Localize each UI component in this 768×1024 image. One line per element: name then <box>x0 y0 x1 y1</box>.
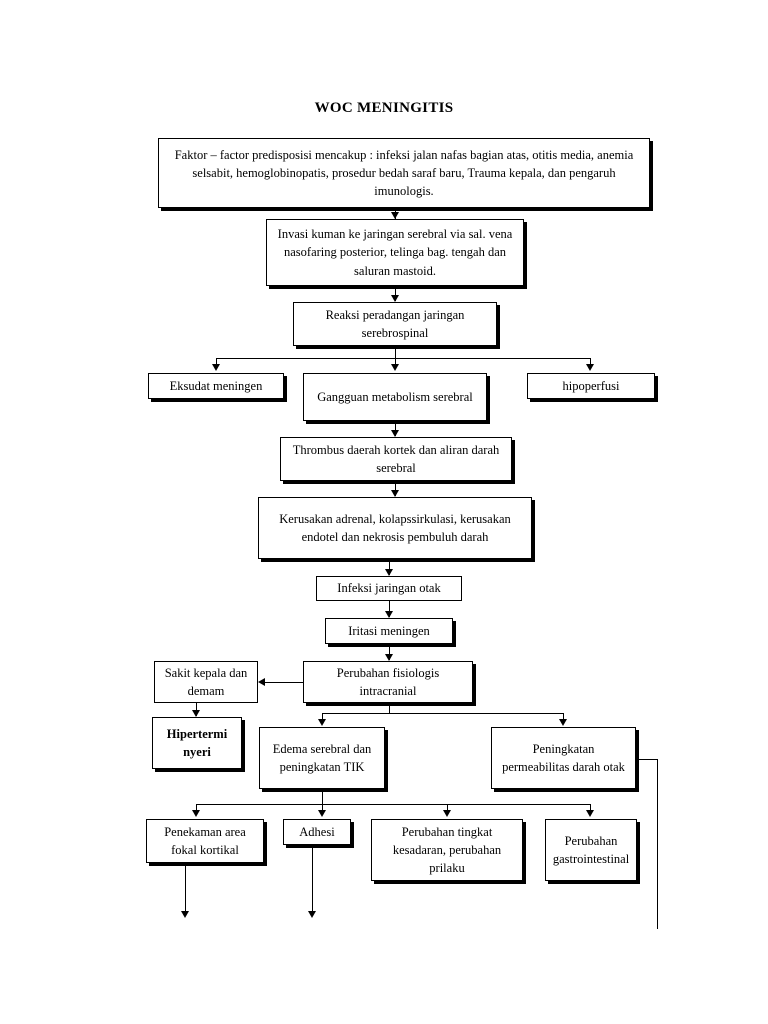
arrowhead-invasi <box>390 212 399 219</box>
arrowhead-edema <box>317 719 326 726</box>
connector-bus-right <box>590 358 591 367</box>
connector-bus-branch3 <box>216 358 591 359</box>
node-perubahan-gastrointestinal: Perubahan gastrointestinal <box>545 819 637 881</box>
connector-bus-left <box>216 358 217 367</box>
node-hipoperfusi: hipoperfusi <box>527 373 655 399</box>
connector-perubahan-sakit <box>265 682 303 683</box>
node-penekaman-area-fokal-label: Penekaman area fokal kortikal <box>164 824 246 857</box>
node-perubahan-kesadaran-label: Perubahan tingkat kesadaran, perubahan p… <box>392 824 502 876</box>
node-kerusakan-adrenal-label: Kerusakan adrenal, kolapssirkulasi, keru… <box>279 511 511 544</box>
node-iritasi-meningen-label: Iritasi meningen <box>348 623 430 638</box>
node-iritasi-meningen: Iritasi meningen <box>325 618 453 644</box>
arrowhead-iritasi <box>384 611 393 618</box>
node-sakit-kepala-demam: Sakit kepala dan demam <box>154 661 258 703</box>
arrowhead-kerusakan <box>390 490 399 497</box>
arrowhead-sakit-kepala <box>258 677 265 686</box>
node-peningkatan-permeabilitas: Peningkatan permeabilitas darah otak <box>491 727 636 789</box>
node-perubahan-fisiologis: Perubahan fisiologis intracranial <box>303 661 473 703</box>
node-peningkatan-permeabilitas-label: Peningkatan permeabilitas darah otak <box>502 741 625 774</box>
node-kerusakan-adrenal: Kerusakan adrenal, kolapssirkulasi, keru… <box>258 497 532 559</box>
connector-adhesi-down <box>312 848 313 916</box>
node-eksudat-meningen-label: Eksudat meningen <box>169 378 263 393</box>
node-thrombus-label: Thrombus daerah kortek dan aliran darah … <box>292 442 500 475</box>
connector-iritasi-perubahan <box>389 644 390 660</box>
arrowhead-kesadaran <box>442 810 451 817</box>
node-hipoperfusi-label: hipoperfusi <box>562 378 620 393</box>
connector-bus4-d <box>590 804 591 813</box>
node-adhesi: Adhesi <box>283 819 351 845</box>
arrowhead-infeksi <box>384 569 393 576</box>
arrowhead-penekaman-out <box>180 911 189 918</box>
connector-perubahan-bus <box>389 703 390 713</box>
node-gangguan-metabolism-label: Gangguan metabolism serebral <box>317 389 473 404</box>
node-faktor-predisposisi-label: Faktor – factor predisposisi mencakup : … <box>174 147 634 199</box>
connector-gangguan-thrombus <box>395 421 396 436</box>
connector-peningkatan-right <box>636 759 658 760</box>
connector-bus4-b <box>322 804 323 813</box>
arrowhead-adhesi <box>317 810 326 817</box>
connector-sakit-hipertermi <box>196 703 197 716</box>
page-title: WOC MENINGITIS <box>314 100 454 116</box>
connector-kerusakan-infeksi <box>389 559 390 575</box>
connector-bus-branch2 <box>322 713 564 714</box>
node-reaksi-peradangan-label: Reaksi peradangan jaringan serebrospinal <box>325 307 465 340</box>
connector-penekaman-down <box>185 866 186 916</box>
node-edema-serebral: Edema serebral dan peningkatan TIK <box>259 727 385 789</box>
arrowhead-perubahan-fisiologis <box>384 654 393 661</box>
arrowhead-hipertermi <box>191 710 200 717</box>
arrowhead-thrombus <box>390 430 399 437</box>
node-invasi-kuman: Invasi kuman ke jaringan serebral via sa… <box>266 219 524 286</box>
arrowhead-gangguan <box>390 364 399 371</box>
connector-peningkatan-down <box>657 759 658 929</box>
node-adhesi-label: Adhesi <box>299 824 335 839</box>
connector-bus4-a <box>196 804 197 813</box>
connector-reaksi-bus <box>395 346 396 358</box>
node-invasi-kuman-label: Invasi kuman ke jaringan serebral via sa… <box>277 227 513 278</box>
node-edema-serebral-label: Edema serebral dan peningkatan TIK <box>272 741 372 774</box>
connector-edema-bus <box>322 789 323 804</box>
node-hipertermi-nyeri: Hipertermi nyeri <box>152 717 242 769</box>
arrowhead-gastro <box>585 810 594 817</box>
node-reaksi-peradangan: Reaksi peradangan jaringan serebrospinal <box>293 302 497 346</box>
connector-invasi-reaksi <box>395 286 396 301</box>
node-faktor-predisposisi: Faktor – factor predisposisi mencakup : … <box>158 138 650 208</box>
node-thrombus: Thrombus daerah kortek dan aliran darah … <box>280 437 512 481</box>
connector-bus2-left <box>322 713 323 721</box>
node-hipertermi-nyeri-label: Hipertermi nyeri <box>166 726 228 759</box>
connector-bus4-c <box>447 804 448 813</box>
node-perubahan-kesadaran: Perubahan tingkat kesadaran, perubahan p… <box>371 819 523 881</box>
connector-thrombus-kerusakan <box>395 481 396 496</box>
node-penekaman-area-fokal: Penekaman area fokal kortikal <box>146 819 264 863</box>
arrowhead-reaksi <box>390 295 399 302</box>
connector-bus-branch4 <box>196 804 591 805</box>
connector-bus-mid <box>395 358 396 367</box>
node-sakit-kepala-demam-label: Sakit kepala dan demam <box>164 665 248 698</box>
arrowhead-eksudat <box>211 364 220 371</box>
arrowhead-peningkatan <box>558 719 567 726</box>
node-eksudat-meningen: Eksudat meningen <box>148 373 284 399</box>
node-gangguan-metabolism: Gangguan metabolism serebral <box>303 373 487 421</box>
node-perubahan-fisiologis-label: Perubahan fisiologis intracranial <box>336 665 440 698</box>
connector-bus2-right <box>563 713 564 721</box>
arrowhead-hipoperfusi <box>585 364 594 371</box>
connector-infeksi-iritasi <box>389 601 390 617</box>
arrowhead-adhesi-out <box>307 911 316 918</box>
node-infeksi-jaringan-otak: Infeksi jaringan otak <box>316 576 462 601</box>
node-infeksi-jaringan-otak-label: Infeksi jaringan otak <box>337 581 441 596</box>
node-perubahan-gastrointestinal-label: Perubahan gastrointestinal <box>552 833 630 866</box>
arrowhead-penekaman <box>191 810 200 817</box>
